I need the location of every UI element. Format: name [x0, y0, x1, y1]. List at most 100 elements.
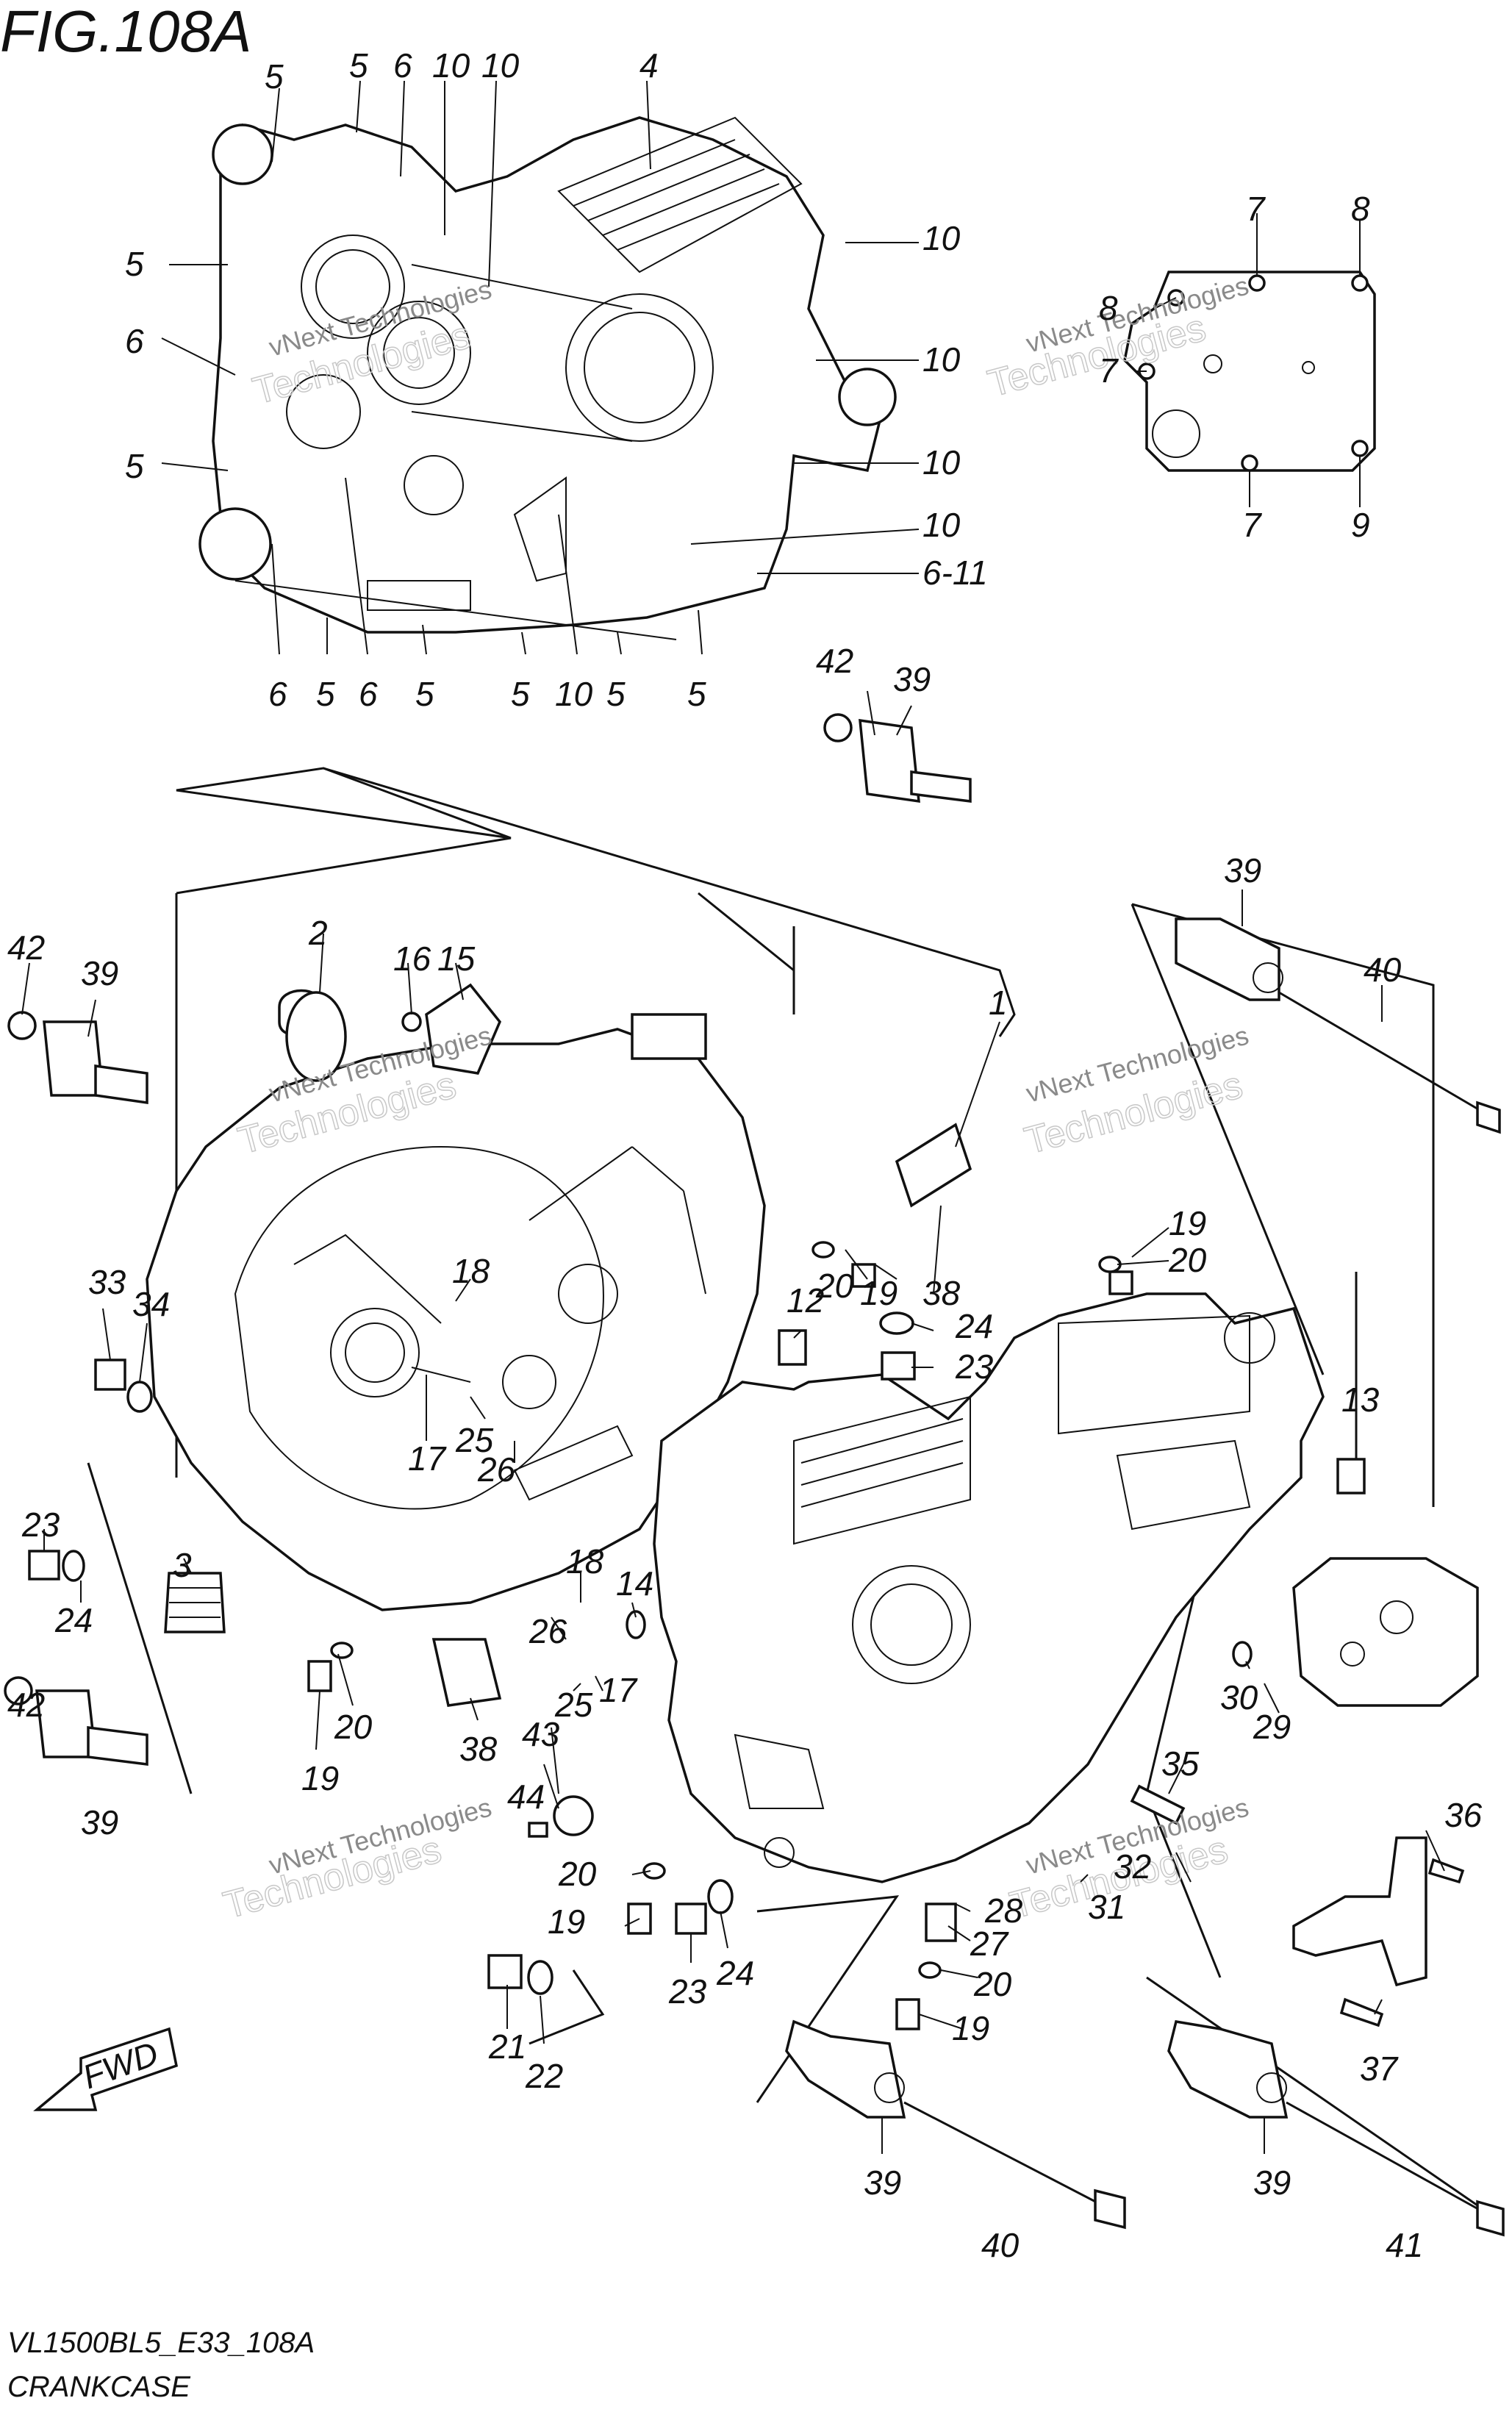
figure-title: FIG.108A: [0, 0, 251, 64]
callout-27: 27: [970, 1925, 1009, 1963]
callout-23: 23: [21, 1506, 60, 1544]
section-name: CRANKCASE: [7, 2371, 191, 2403]
callout-4: 4: [639, 46, 659, 85]
callout-22: 22: [525, 2057, 563, 2095]
leaders-lower: [21, 690, 1445, 2154]
callout-39: 39: [893, 660, 931, 698]
callout-5: 5: [511, 675, 530, 713]
callout-16: 16: [393, 939, 431, 978]
crankcase-right-half: [653, 1292, 1479, 1883]
callout-23: 23: [668, 1972, 707, 2011]
callout-26: 26: [529, 1612, 567, 1650]
callout-42: 42: [7, 1686, 45, 1724]
fwd-label: FWD: [78, 2034, 163, 2097]
callout-20: 20: [334, 1708, 373, 1746]
callout-37: 37: [1360, 2050, 1399, 2088]
callout-18: 18: [566, 1542, 604, 1581]
callout-39: 39: [1253, 2163, 1291, 2202]
callout-19: 19: [1169, 1204, 1206, 1242]
callout-43: 43: [522, 1715, 560, 1753]
callout-5: 5: [265, 57, 284, 96]
callout-38: 38: [459, 1730, 498, 1768]
callout-10: 10: [922, 340, 961, 379]
callout-6: 6: [268, 675, 287, 713]
callout-29: 29: [1253, 1708, 1291, 1746]
callout-21: 21: [488, 2027, 526, 2066]
callout-5: 5: [125, 447, 144, 485]
crankcase-cover: [1123, 213, 1376, 507]
callout-19: 19: [952, 2009, 989, 2047]
callout-13: 13: [1341, 1381, 1380, 1419]
callout-3: 3: [173, 1546, 192, 1584]
callout-5: 5: [316, 675, 335, 713]
callout-38: 38: [922, 1274, 961, 1312]
callout-35: 35: [1161, 1744, 1200, 1783]
crankcase-side-view: [198, 116, 897, 640]
callout-24: 24: [54, 1601, 93, 1639]
callout-39: 39: [1224, 851, 1261, 889]
callout-12: 12: [787, 1281, 824, 1320]
callout-labels: 5 5 6 10 10 4 10 5 10 6 10 5 10 10 6-11 …: [7, 46, 1483, 2264]
callout-10: 10: [922, 506, 961, 544]
callout-19: 19: [548, 1902, 585, 1941]
callout-24: 24: [716, 1954, 754, 1992]
callout-42: 42: [7, 928, 45, 967]
callout-2: 2: [308, 914, 328, 952]
callout-39: 39: [81, 1803, 118, 1841]
callout-10: 10: [481, 46, 520, 85]
callout-19: 19: [860, 1274, 897, 1312]
callout-20: 20: [1168, 1241, 1207, 1279]
callout-15: 15: [437, 939, 476, 978]
callout-33: 33: [88, 1263, 126, 1301]
callout-5: 5: [415, 675, 434, 713]
callout-10: 10: [922, 219, 961, 257]
callout-6-11: 6-11: [922, 554, 988, 592]
callout-8: 8: [1099, 289, 1118, 327]
callout-40: 40: [981, 2226, 1020, 2264]
callout-26: 26: [477, 1450, 516, 1489]
callout-10: 10: [432, 46, 470, 85]
callout-36: 36: [1444, 1796, 1483, 1834]
callout-39: 39: [81, 954, 118, 992]
callout-25: 25: [554, 1686, 593, 1724]
callout-32: 32: [1114, 1847, 1151, 1886]
callout-23: 23: [955, 1347, 994, 1386]
callout-14: 14: [616, 1564, 653, 1603]
callout-5: 5: [687, 675, 706, 713]
callout-18: 18: [452, 1252, 490, 1290]
callout-5: 5: [125, 245, 144, 283]
callout-25: 25: [455, 1421, 494, 1459]
leaders-side-view: [161, 80, 920, 655]
callout-5: 5: [349, 46, 368, 85]
callout-39: 39: [864, 2163, 901, 2202]
callout-8: 8: [1351, 190, 1370, 228]
callout-9: 9: [1351, 506, 1370, 544]
callout-28: 28: [984, 1891, 1023, 1930]
hardware-parts: [4, 713, 1505, 2237]
callout-40: 40: [1364, 951, 1402, 989]
model-code: VL1500BL5_E33_108A: [7, 2327, 315, 2359]
callout-24: 24: [955, 1307, 993, 1345]
callout-41: 41: [1386, 2226, 1423, 2264]
callout-19: 19: [301, 1759, 339, 1797]
callout-20: 20: [973, 1965, 1012, 2003]
callout-20: 20: [558, 1855, 597, 1893]
callout-10: 10: [555, 675, 593, 713]
callout-6: 6: [393, 46, 412, 85]
callout-5: 5: [606, 675, 626, 713]
callout-7: 7: [1242, 506, 1262, 544]
callout-42: 42: [816, 642, 853, 680]
callout-17: 17: [599, 1671, 638, 1709]
callout-7: 7: [1246, 190, 1266, 228]
callout-6: 6: [359, 675, 378, 713]
callout-10: 10: [922, 443, 961, 482]
callout-7: 7: [1099, 351, 1119, 390]
callout-20: 20: [815, 1267, 854, 1305]
callout-34: 34: [132, 1285, 170, 1323]
callout-6: 6: [125, 322, 144, 360]
callout-17: 17: [408, 1439, 447, 1478]
callout-1: 1: [989, 984, 1008, 1022]
callout-30: 30: [1220, 1678, 1258, 1717]
callout-31: 31: [1088, 1888, 1125, 1926]
